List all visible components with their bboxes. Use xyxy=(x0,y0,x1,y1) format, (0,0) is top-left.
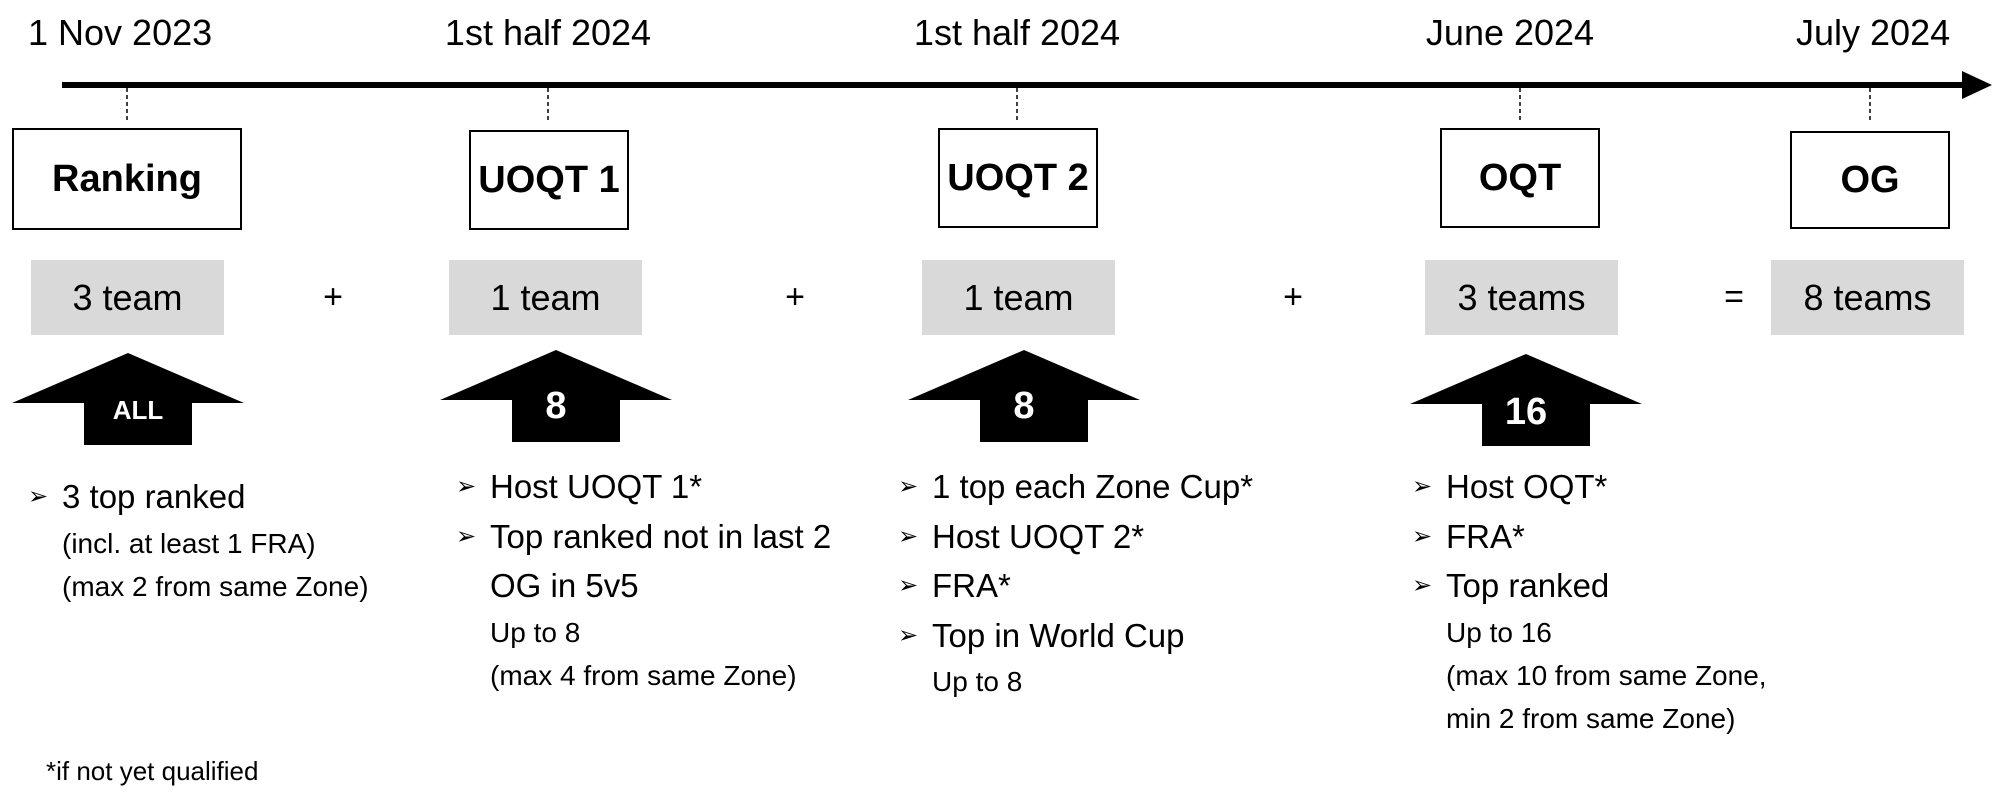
team-count-ranking: 3 team xyxy=(31,260,224,335)
team-count-uoqt1: 1 team xyxy=(449,260,642,335)
criteria-note: Up to 8 xyxy=(490,616,581,648)
criteria-list-ranking: ➢3 top ranked (incl. at least 1 FRA) (ma… xyxy=(28,472,408,608)
equals-operator: = xyxy=(1724,278,1744,316)
timeline-axis xyxy=(62,71,1992,120)
arrow-label: 8 xyxy=(545,385,566,427)
criteria-item: ➢FRA* xyxy=(1412,517,1525,555)
criteria-note: Up to 16 xyxy=(1446,616,1552,648)
date-label: July 2024 xyxy=(1796,12,1951,53)
up-arrow-oqt: 16 xyxy=(1410,354,1642,446)
criteria-note: (incl. at least 1 FRA) xyxy=(62,527,316,559)
up-arrow-ranking: ALL xyxy=(12,353,244,445)
arrow-label: 8 xyxy=(1013,385,1034,427)
criteria-item: ➢Host UOQT 2* xyxy=(898,517,1145,555)
criteria-item: ➢3 top ranked xyxy=(28,478,246,515)
criteria-note: (max 4 from same Zone) xyxy=(490,659,797,691)
team-count-uoqt2: 1 team xyxy=(922,260,1115,335)
team-count-oqt: 3 teams xyxy=(1425,260,1618,335)
criteria-item: ➢1 top each Zone Cup* xyxy=(898,468,1254,505)
criteria-note: Up to 8 xyxy=(932,666,1023,697)
date-label: 1st half 2024 xyxy=(913,12,1121,53)
plus-operator: + xyxy=(785,278,805,316)
date-label: 1st half 2024 xyxy=(444,12,652,53)
criteria-note: (max 10 from same Zone, xyxy=(1446,659,1767,691)
stage-box-uoqt1: UOQT 1 xyxy=(469,130,629,230)
arrow-label: ALL xyxy=(113,395,164,425)
date-label: June 2024 xyxy=(1425,12,1595,53)
footnote: *if not yet qualified xyxy=(46,756,259,786)
criteria-note: min 2 from same Zone) xyxy=(1446,703,1736,735)
plus-operator: + xyxy=(1283,278,1303,316)
criteria-item: ➢Top in World Cup xyxy=(898,616,1185,654)
plus-operator: + xyxy=(323,278,343,316)
criteria-note: (max 2 from same Zone) xyxy=(62,570,369,602)
stage-box-og: OG xyxy=(1790,131,1950,229)
stage-box-oqt: OQT xyxy=(1440,128,1600,228)
arrow-label: 16 xyxy=(1505,391,1547,433)
criteria-item: ➢Top ranked not in last 2 OG in 5v5 xyxy=(456,517,832,605)
criteria-item: ➢Host OQT* xyxy=(1412,468,1608,505)
criteria-item: ➢Host UOQT 1* xyxy=(456,468,703,505)
stage-box-uoqt2: UOQT 2 xyxy=(938,128,1098,228)
up-arrow-uoqt2: 8 xyxy=(908,350,1140,442)
criteria-list-uoqt2: ➢1 top each Zone Cup* ➢Host UOQT 2* ➢FRA… xyxy=(898,462,1318,703)
criteria-item: ➢Top ranked xyxy=(1412,567,1610,604)
criteria-item: ➢FRA* xyxy=(898,567,1011,604)
date-label: 1 Nov 2023 xyxy=(28,12,213,53)
team-count-og: 8 teams xyxy=(1771,260,1964,335)
up-arrow-uoqt1: 8 xyxy=(440,350,672,442)
criteria-list-oqt: ➢Host OQT* ➢FRA* ➢Top ranked Up to 16 (m… xyxy=(1412,462,1832,741)
stage-box-ranking: Ranking xyxy=(12,128,242,230)
criteria-list-uoqt1: ➢Host UOQT 1* ➢Top ranked not in last 2 … xyxy=(456,462,836,697)
